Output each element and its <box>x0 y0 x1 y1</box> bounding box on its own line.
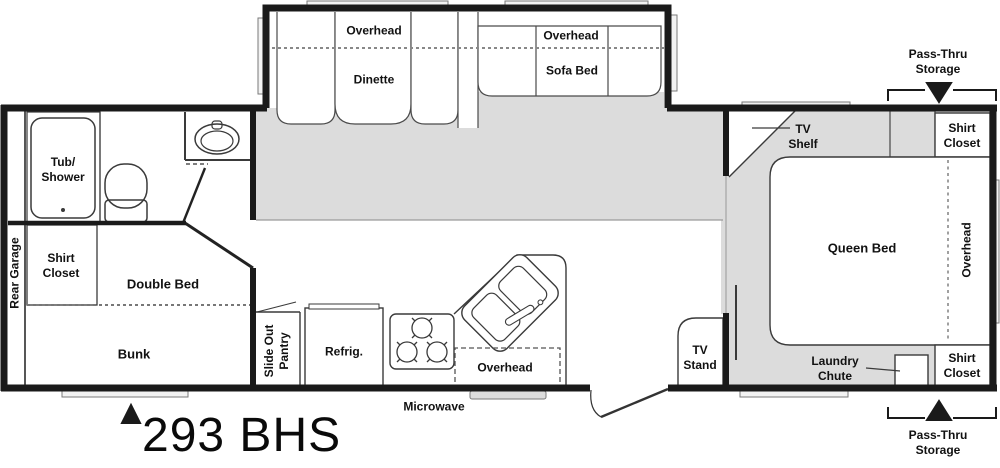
passthru-bottom-line2: Storage <box>915 443 961 457</box>
tv-shelf-diagonal <box>728 110 796 178</box>
tub-shower-label: Tub/ Shower <box>41 155 84 185</box>
bed-corner-diagonal-wall <box>184 221 254 270</box>
dinette-table <box>334 12 412 125</box>
entry-door <box>590 387 669 419</box>
closet-line1: Shirt <box>47 251 75 265</box>
passthru-top-line1: Pass-Thru <box>908 47 968 61</box>
tub-line1: Tub/ <box>50 155 76 169</box>
kitchen <box>256 254 567 391</box>
dinette-sofa-slideout <box>272 12 664 128</box>
model-arrow <box>120 402 142 424</box>
laundry-chute-pointer <box>865 367 901 372</box>
bath-sink-inner <box>200 130 234 152</box>
door-leaf <box>600 387 669 419</box>
refrigerator-label: Refrig. <box>324 344 364 359</box>
tv-stand-label: TV Stand <box>683 343 716 373</box>
walls <box>0 4 997 392</box>
closet-top-line2: Closet <box>943 136 981 150</box>
dinette-sofa-gap <box>458 12 478 128</box>
bath-sink-outer <box>194 123 240 155</box>
laundry-chute-label: Laundry Chute <box>811 354 858 384</box>
dinette-overhead-label: Overhead <box>346 23 402 38</box>
pantry-slide-tick <box>256 301 297 313</box>
shirt-closet-top-box <box>934 112 991 158</box>
living-floor <box>256 108 723 220</box>
rear-garage-label: Rear Garage <box>7 237 22 309</box>
shirt-closet-left-label: Shirt Closet <box>43 251 80 281</box>
closet-top-line1: Shirt <box>948 121 976 135</box>
laundry-line1: Laundry <box>811 354 859 368</box>
kitchen-overhead-label: Overhead <box>477 360 533 375</box>
pantry-label: Slide Out Pantry <box>262 325 292 378</box>
bathroom-door <box>181 167 207 224</box>
pantry-line1: Slide Out <box>262 324 276 378</box>
passthru-bottom-bracket-left <box>887 407 925 419</box>
sink-knob <box>537 299 544 306</box>
kitchen-sink <box>461 254 559 352</box>
pass-thru-markers <box>120 82 997 424</box>
passthru-top-bracket-right <box>953 89 997 101</box>
tv-stand-box <box>677 317 724 391</box>
tub-shower <box>30 117 96 219</box>
laundry-line2: Chute <box>818 369 852 383</box>
window-slideout-right <box>670 14 678 92</box>
stove-box <box>389 313 455 370</box>
sofa-floor <box>474 92 664 114</box>
tub-drain <box>61 208 65 212</box>
pass-thru-bottom-label: Pass-Thru Storage <box>909 428 968 458</box>
toilet-bowl <box>104 163 148 209</box>
sink-faucet <box>504 304 535 326</box>
closet-bot-line1: Shirt <box>948 351 976 365</box>
window-bunk-bottom <box>61 390 189 398</box>
passthru-bottom-line1: Pass-Thru <box>908 428 968 442</box>
bunk-label: Bunk <box>117 346 151 362</box>
sofa-bed-label: Sofa Bed <box>545 63 599 78</box>
window-bedroom-bottom <box>739 390 849 398</box>
tv-shelf-line1: TV <box>795 122 811 136</box>
bath-faucet <box>211 120 223 130</box>
pantry-line2: Pantry <box>277 332 291 370</box>
dinette-bench-right <box>410 12 459 125</box>
model-number: 293 BHS <box>142 409 342 462</box>
dinette-bench-left <box>276 12 336 125</box>
sofa-bed-shape <box>477 25 662 97</box>
dinette-label: Dinette <box>353 72 395 87</box>
sink-basin-2 <box>498 265 548 315</box>
shirt-closet-bottom-label: Shirt Closet <box>944 351 981 381</box>
microwave-label: Microwave <box>403 399 465 414</box>
shirt-closet-top-label: Shirt Closet <box>944 121 981 151</box>
tv-stand-line1: TV <box>692 343 708 357</box>
stove-burners <box>396 317 448 363</box>
bedroom-overhead-label: Overhead <box>959 222 974 278</box>
passthru-top-line2: Storage <box>915 62 961 76</box>
closet-line2: Closet <box>42 266 80 280</box>
tv-shelf-label: TV Shelf <box>788 122 817 152</box>
slideout-walls <box>262 4 672 108</box>
closet-bot-line2: Closet <box>943 366 981 380</box>
passthru-top-arrow <box>925 82 953 104</box>
passthru-bottom-bracket-right <box>953 407 997 419</box>
wardrobe-compartment <box>889 110 936 158</box>
passthru-bottom-arrow <box>925 399 953 421</box>
entry-step <box>469 390 547 400</box>
tv-stand-line2: Stand <box>683 358 717 372</box>
double-bed-label: Double Bed <box>126 276 200 292</box>
sink-basin-1 <box>471 292 521 342</box>
tub-line2: Shower <box>41 170 85 184</box>
sofa-overhead-label: Overhead <box>543 28 599 43</box>
kitchen-overhead-dashed <box>454 347 561 390</box>
refrigerator-box <box>304 307 384 391</box>
pass-thru-top-label: Pass-Thru Storage <box>909 47 968 77</box>
queen-bed-label: Queen Bed <box>827 240 897 256</box>
refrigerator-top <box>308 303 380 310</box>
door-swing-arc <box>590 389 602 418</box>
tv-shelf-line2: Shelf <box>788 137 818 151</box>
passthru-top-bracket-left <box>887 89 925 101</box>
